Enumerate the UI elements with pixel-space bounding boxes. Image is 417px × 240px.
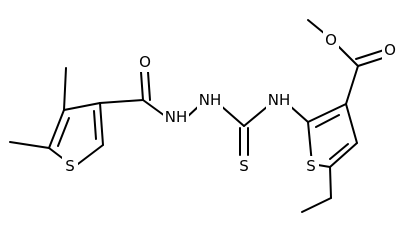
double-bond-c5-c2 [57, 117, 70, 147]
svg-text:NH: NH [268, 91, 291, 109]
atom-label-o-amide: O [137, 52, 153, 72]
bond-c4-s [73, 144, 104, 168]
atom-label-nh-3: NH [266, 90, 292, 110]
bond-c5-c2 [48, 109, 65, 149]
bond-ring-carbonyl [99, 99, 144, 104]
bond-ring-ethyl [329, 166, 332, 199]
structure-canvas: O NH NH NH S S S O O [9, 19, 398, 213]
atom-label-nh-2: NH [197, 90, 223, 110]
bond-thiocarbonyl-n [243, 105, 269, 127]
atom-label-o-ester: O [323, 30, 339, 50]
bond-ester-carbonyl-2 [355, 49, 385, 60]
chemical-structure: O NH NH NH S S S O O [9, 19, 398, 213]
double-bond-c3-c4 [93, 110, 97, 140]
methyl-bond-lower [9, 141, 50, 149]
bond-ring-ester [345, 65, 359, 105]
bond-n-ring [289, 105, 309, 123]
double-bond-c2-c3-right [315, 114, 340, 128]
svg-text:O: O [139, 53, 151, 71]
atom-label-s-left: S [62, 156, 78, 176]
atom-label-s-right: S [303, 156, 319, 176]
bond-ethyl-ch3 [301, 197, 332, 213]
svg-text:S: S [306, 157, 316, 175]
svg-text:S: S [65, 157, 75, 175]
bond-carbonyl-n [142, 99, 166, 117]
svg-text:O: O [384, 41, 396, 59]
bond-c3-c4 [99, 102, 104, 146]
bond-c4-c5-right [329, 142, 358, 168]
bond-carbonyl-o-2 [147, 71, 151, 101]
svg-text:NH: NH [165, 108, 188, 126]
methyl-bond-upper [63, 67, 67, 111]
bond-n-thiocarbonyl [219, 104, 245, 127]
double-bond-c4-c5-right [329, 143, 349, 160]
atom-label-o-carbonyl-ester: O [382, 40, 398, 60]
svg-text:S: S [239, 157, 249, 175]
svg-text:NH: NH [199, 91, 222, 109]
svg-text:O: O [325, 31, 337, 49]
bond-carbonyl-o-1 [140, 71, 144, 101]
bond-ester-carbonyl-1 [357, 56, 387, 67]
bond-c2-c3-right [307, 103, 347, 123]
bond-c2-c3 [63, 102, 101, 111]
atom-label-s-thione: S [236, 156, 252, 176]
bond-c3-c4-right [345, 103, 358, 144]
atom-label-nh-1: NH [163, 107, 189, 127]
